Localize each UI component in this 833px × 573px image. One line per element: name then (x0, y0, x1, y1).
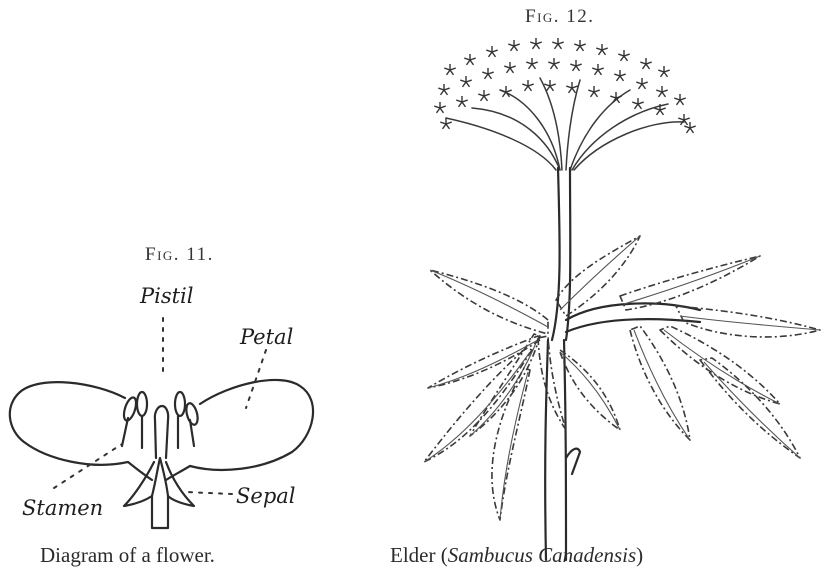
floret (614, 70, 625, 81)
floret (526, 58, 537, 69)
floret (508, 40, 519, 51)
floret (552, 38, 563, 49)
floret (548, 58, 559, 69)
floret (482, 68, 493, 79)
floret (574, 40, 585, 51)
florets (434, 38, 695, 133)
floret (570, 60, 581, 71)
floret (658, 66, 669, 77)
floret (438, 84, 449, 95)
floret (618, 50, 629, 61)
side-shoot (566, 449, 580, 474)
floret (656, 86, 667, 97)
leaves (424, 236, 820, 520)
floret (592, 64, 603, 75)
floret (632, 98, 643, 109)
floret (434, 102, 445, 113)
floret (460, 76, 471, 87)
floret (456, 96, 467, 107)
floret (530, 38, 541, 49)
floret (444, 64, 455, 75)
floret (478, 90, 489, 101)
floret (674, 94, 685, 105)
floret (596, 44, 607, 55)
floret (588, 86, 599, 97)
flower-cluster (446, 78, 684, 170)
floret (678, 114, 689, 125)
side-stem (566, 303, 700, 332)
floret (640, 58, 651, 69)
floret (504, 62, 515, 73)
floret (486, 46, 497, 57)
lower-stem (545, 340, 566, 560)
floret (636, 78, 647, 89)
floret (464, 54, 475, 65)
floret (522, 80, 533, 91)
floret (566, 82, 577, 93)
